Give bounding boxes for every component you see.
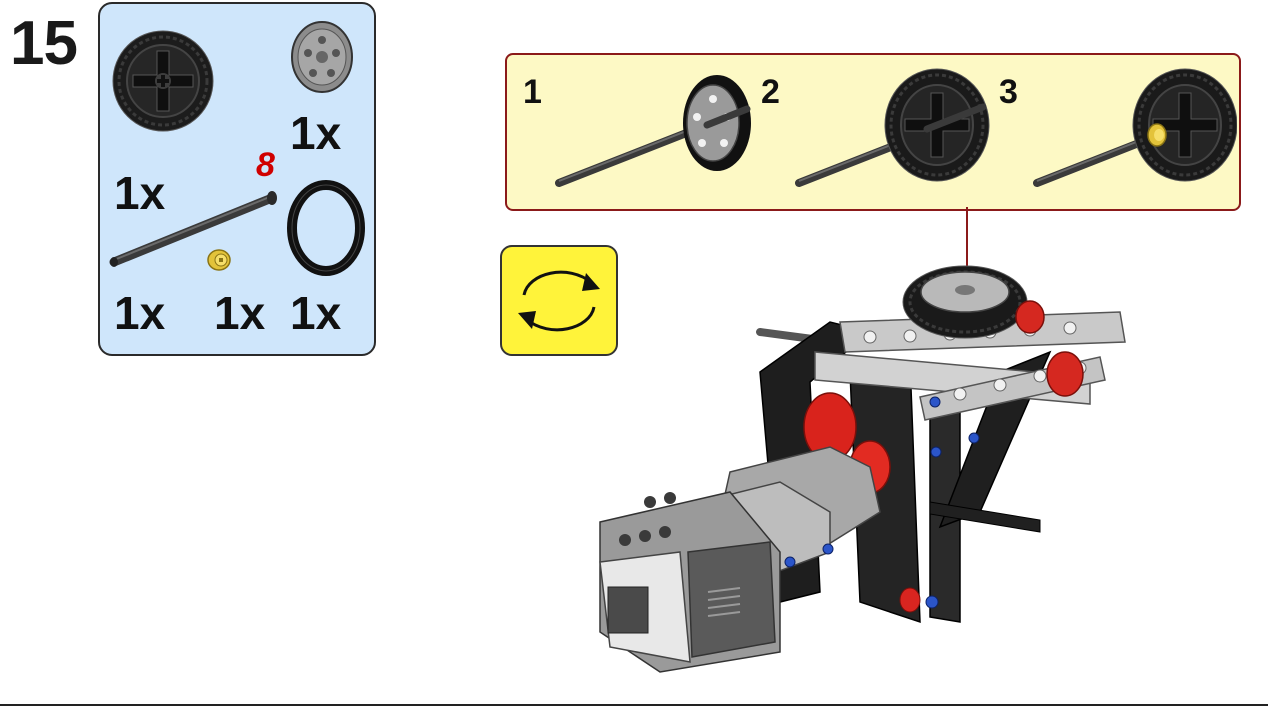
rotate-model-icon (518, 270, 600, 332)
axle-quantity: 1x (114, 287, 166, 339)
substep-1-illustration (555, 75, 751, 187)
gear-36-tooth-icon (112, 30, 214, 132)
subassembly-callout: 1 2 3 (505, 53, 1241, 211)
bush-quantity: 1x (214, 287, 266, 339)
model-assembly-illustration (599, 265, 1126, 673)
rotate-model-indicator (500, 245, 618, 356)
substep-number-3: 3 (999, 73, 1018, 111)
substep-3-illustration (1033, 68, 1237, 187)
substep-number-1: 1 (523, 73, 542, 111)
wheel-hub-icon (291, 21, 353, 93)
hub-quantity: 1x (290, 107, 342, 159)
axle-length-label: 8 (256, 146, 275, 184)
gear-quantity: 1x (114, 167, 166, 219)
parts-list-panel: 1x 1x 8 1x 1x 1x (98, 2, 376, 356)
substep-number-2: 2 (761, 73, 780, 111)
tire-quantity: 1x (290, 287, 342, 339)
step-number: 15 (10, 9, 78, 78)
axle-icon (109, 191, 277, 267)
tire-icon (287, 180, 365, 276)
bush-icon (207, 249, 231, 271)
page-bottom-rule (0, 704, 1268, 706)
substep-2-illustration (795, 68, 990, 187)
